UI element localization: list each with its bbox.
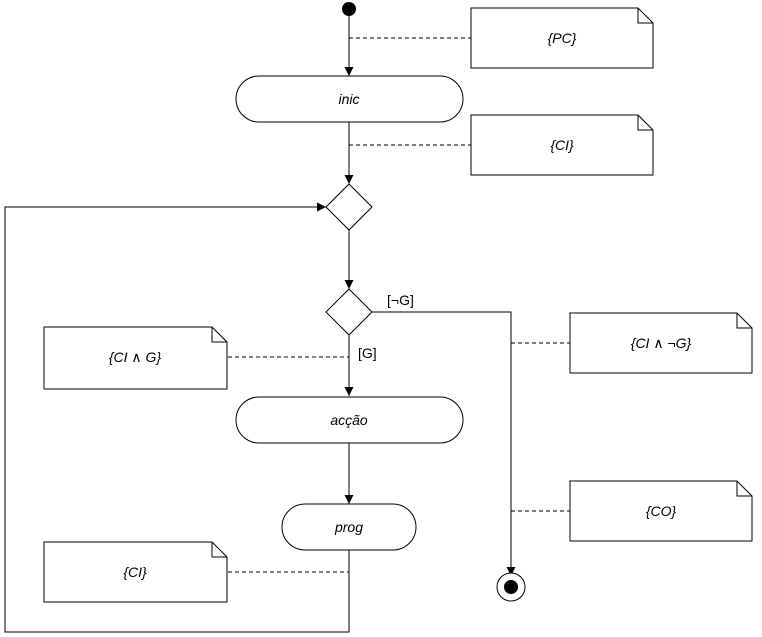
activity-prog: prog [281, 503, 417, 551]
initial-node [342, 2, 356, 16]
activity-accao-label: acção [330, 412, 368, 428]
note-ci-2: {CI} [43, 541, 228, 603]
activity-inic-label: inic [338, 91, 359, 107]
note-ci-and-g-text: {CI ∧ G} [109, 349, 162, 365]
final-node [496, 572, 526, 602]
note-co: {CO} [569, 480, 753, 542]
note-ci-1-text: {CI} [550, 137, 574, 153]
guard-g: [G] [358, 345, 377, 361]
note-pc-text: {PC} [548, 30, 577, 46]
activity-inic: inic [235, 75, 464, 123]
activity-prog-label: prog [334, 519, 363, 535]
merge-node [325, 183, 373, 231]
note-co-text: {CO} [646, 503, 677, 519]
flow-exit-not-g [372, 311, 516, 576]
activity-accao: acção [235, 396, 464, 444]
guard-not-g: [¬G] [387, 292, 414, 308]
note-ci-1: {CI} [470, 114, 654, 176]
note-pc: {PC} [470, 7, 654, 69]
note-ci-and-g: {CI ∧ G} [43, 326, 228, 390]
decision-node [325, 288, 373, 336]
flow-loop-back [4, 202, 350, 633]
note-ci-and-not-g-text: {CI ∧ ¬G} [631, 335, 692, 351]
note-ci-and-not-g: {CI ∧ ¬G} [569, 312, 753, 374]
note-ci-2-text: {CI} [123, 564, 147, 580]
